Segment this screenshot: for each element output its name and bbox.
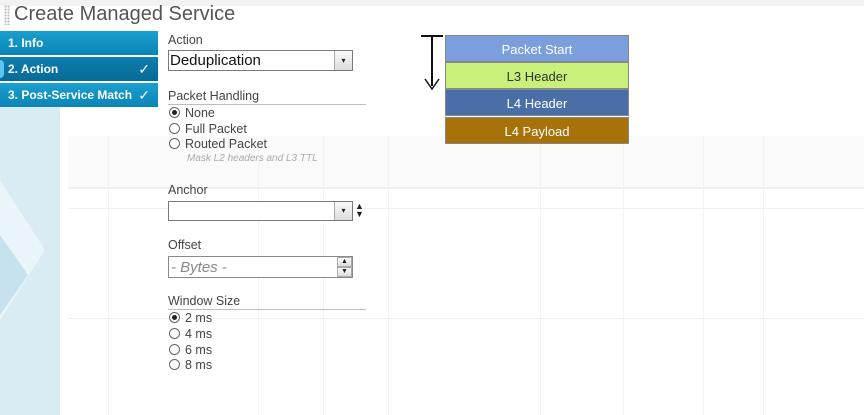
radio-button[interactable] xyxy=(169,359,180,370)
step-label: 1. Info xyxy=(8,36,44,50)
top-strip xyxy=(0,0,864,6)
window-size-option-2ms[interactable]: 2 ms xyxy=(169,311,212,327)
packet-handling-hint: Mask L2 headers and L3 TTL xyxy=(187,153,318,164)
offset-placeholder: - Bytes - xyxy=(171,259,227,276)
background-decoration xyxy=(0,235,28,315)
packet-handling-option-none[interactable]: None xyxy=(169,106,215,122)
packet-segment-l4-payload: L4 Payload xyxy=(445,117,629,144)
packet-handling-label: Packet Handling xyxy=(168,89,260,103)
background-table-header xyxy=(68,136,864,188)
step-label: 2. Action xyxy=(8,62,59,76)
step-label: 3. Post-Service Match xyxy=(8,88,133,102)
step-action[interactable]: 2. Action ✓ xyxy=(0,57,158,81)
window-size-option-4ms[interactable]: 4 ms xyxy=(169,327,212,343)
arrow-down-icon[interactable]: ▼ xyxy=(337,267,352,277)
option-label: Routed Packet xyxy=(185,137,267,151)
offset-marker xyxy=(431,36,433,86)
divider xyxy=(168,309,366,310)
packet-segment-l3-header: L3 Header xyxy=(445,62,629,89)
arrow-up-icon[interactable]: ▲ xyxy=(355,201,364,211)
option-label: Full Packet xyxy=(185,122,247,136)
chevron-down-icon[interactable]: ▾ xyxy=(334,51,352,70)
arrow-up-icon[interactable]: ▲ xyxy=(337,257,352,267)
arrow-down-icon xyxy=(424,78,440,90)
packet-handling-option-full-packet[interactable]: Full Packet xyxy=(169,122,247,138)
action-label: Action xyxy=(168,33,203,47)
option-label: 4 ms xyxy=(185,327,213,341)
radio-button[interactable] xyxy=(169,138,180,149)
drag-handle-icon[interactable] xyxy=(4,5,10,25)
packet-segment-l4-header: L4 Header xyxy=(445,89,629,116)
radio-button[interactable] xyxy=(169,344,180,355)
radio-button[interactable] xyxy=(169,312,180,323)
packet-segment-start: Packet Start xyxy=(445,35,629,62)
option-label: None xyxy=(185,106,215,120)
option-label: 6 ms xyxy=(185,343,213,357)
radio-button[interactable] xyxy=(169,123,180,134)
radio-button[interactable] xyxy=(169,107,180,118)
check-icon: ✓ xyxy=(138,61,150,77)
offset-stepper[interactable]: ▲ ▼ xyxy=(337,257,352,277)
step-post-service-match[interactable]: 3. Post-Service Match ✓ xyxy=(0,83,158,107)
check-icon: ✓ xyxy=(138,87,150,103)
offset-input[interactable]: - Bytes - xyxy=(168,256,353,278)
anchor-label: Anchor xyxy=(168,183,208,197)
radio-button[interactable] xyxy=(169,328,180,339)
action-value: Deduplication xyxy=(170,52,261,69)
chevron-down-icon[interactable]: ▾ xyxy=(334,202,352,220)
wizard-steps: 1. Info 2. Action ✓ 3. Post-Service Matc… xyxy=(0,31,158,109)
offset-label: Offset xyxy=(168,238,202,252)
window-size-option-8ms[interactable]: 8 ms xyxy=(169,358,212,374)
anchor-order-control[interactable]: ▲ ▼ xyxy=(355,201,364,219)
action-select[interactable]: Deduplication ▾ xyxy=(168,50,353,71)
window-size-option-6ms[interactable]: 6 ms xyxy=(169,343,212,359)
background-table xyxy=(68,136,864,415)
anchor-select[interactable]: ▾ xyxy=(168,201,353,221)
option-label: 8 ms xyxy=(185,358,213,372)
divider xyxy=(168,104,366,105)
arrow-down-icon[interactable]: ▼ xyxy=(355,209,364,219)
packet-handling-option-routed-packet[interactable]: Routed Packet xyxy=(169,137,267,153)
offset-marker xyxy=(421,35,443,37)
step-info[interactable]: 1. Info xyxy=(0,31,158,55)
dialog-title: Create Managed Service xyxy=(14,3,236,25)
window-size-label: Window Size xyxy=(168,294,241,308)
option-label: 2 ms xyxy=(185,311,213,325)
